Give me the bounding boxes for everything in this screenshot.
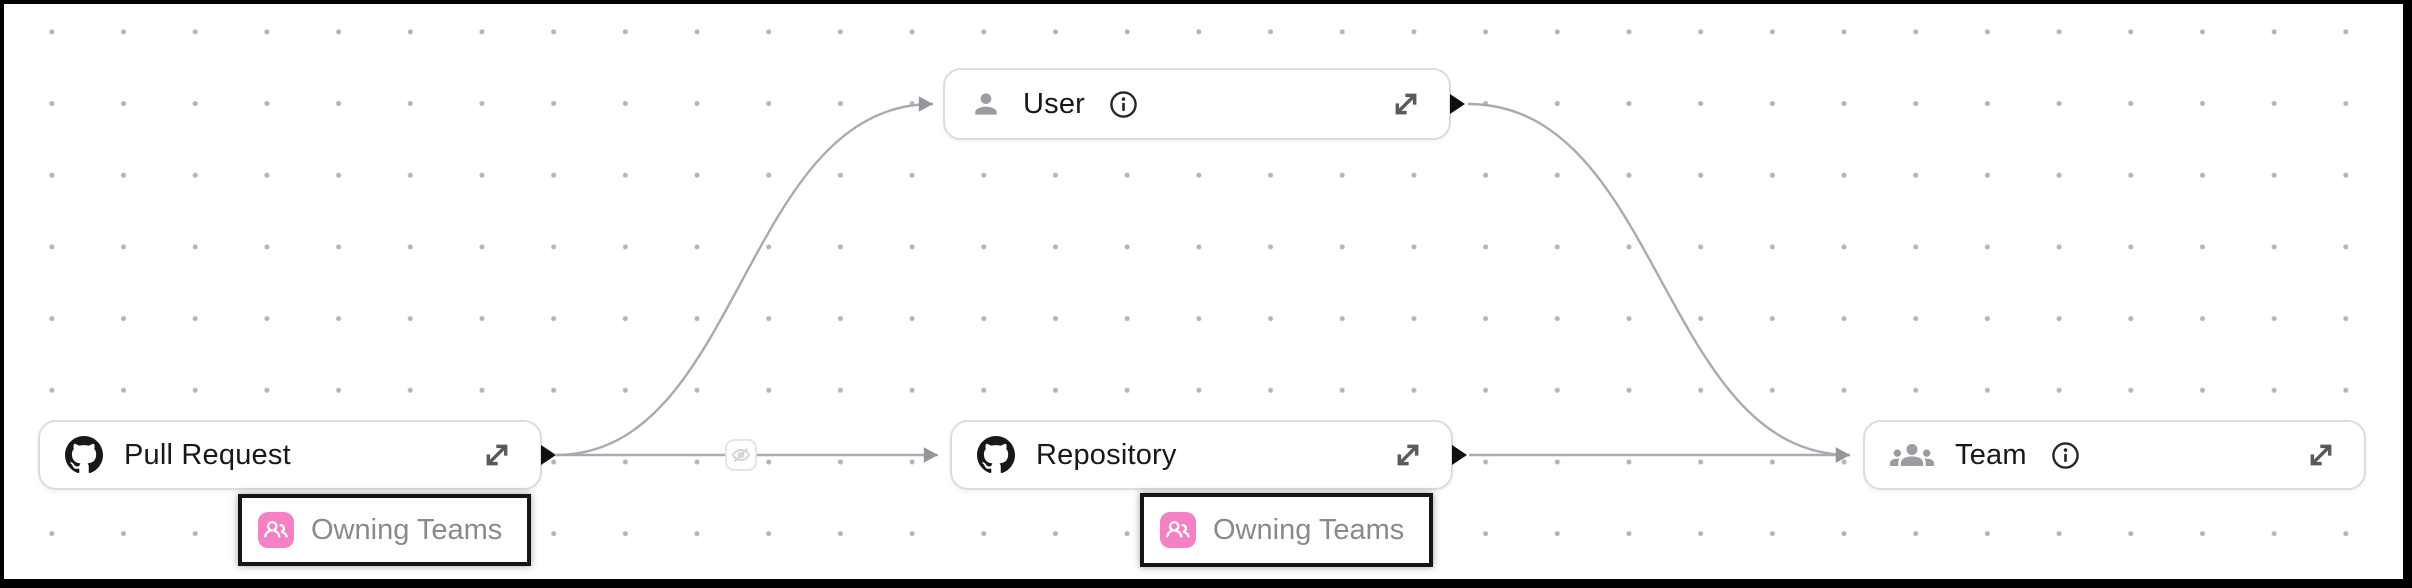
owning-teams-label[interactable]: Owning Teams (238, 494, 531, 566)
user-icon (970, 88, 1002, 120)
frame-border (0, 0, 2412, 4)
expand-icon[interactable] (2305, 439, 2337, 471)
expand-icon[interactable] (1392, 439, 1424, 471)
frame-border (0, 579, 2412, 588)
source-handle[interactable] (1452, 445, 1467, 465)
edge-pullrequest-to-user[interactable] (555, 96, 934, 457)
frame-border (0, 0, 4, 588)
github-icon (65, 436, 103, 474)
annotation-label: Owning Teams (311, 513, 503, 546)
frame-border (2403, 0, 2412, 588)
expand-icon[interactable] (481, 439, 513, 471)
eye-off-icon (731, 447, 751, 463)
node-team[interactable]: Team (1863, 420, 2366, 490)
info-icon[interactable] (2051, 441, 2080, 470)
owning-teams-label[interactable]: Owning Teams (1140, 493, 1433, 567)
source-handle[interactable] (541, 445, 556, 465)
node-label: Team (1955, 438, 2027, 471)
annotation-label: Owning Teams (1213, 513, 1405, 546)
node-pull-request[interactable]: Pull Request (38, 420, 556, 490)
github-icon (977, 436, 1015, 474)
team-icon (1890, 433, 1934, 477)
expand-icon[interactable] (1390, 88, 1422, 120)
info-icon[interactable] (1109, 90, 1138, 119)
node-user[interactable]: User (943, 68, 1465, 140)
people-icon (258, 512, 294, 548)
people-icon (1160, 512, 1196, 548)
edge-visibility-badge[interactable] (725, 439, 757, 471)
node-label: User (1023, 87, 1086, 120)
node-label: Repository (1036, 438, 1177, 471)
source-handle[interactable] (1450, 94, 1465, 114)
node-label: Pull Request (124, 438, 291, 471)
node-repository[interactable]: Repository (950, 420, 1467, 490)
edge-user-to-team[interactable] (1467, 102, 1851, 463)
